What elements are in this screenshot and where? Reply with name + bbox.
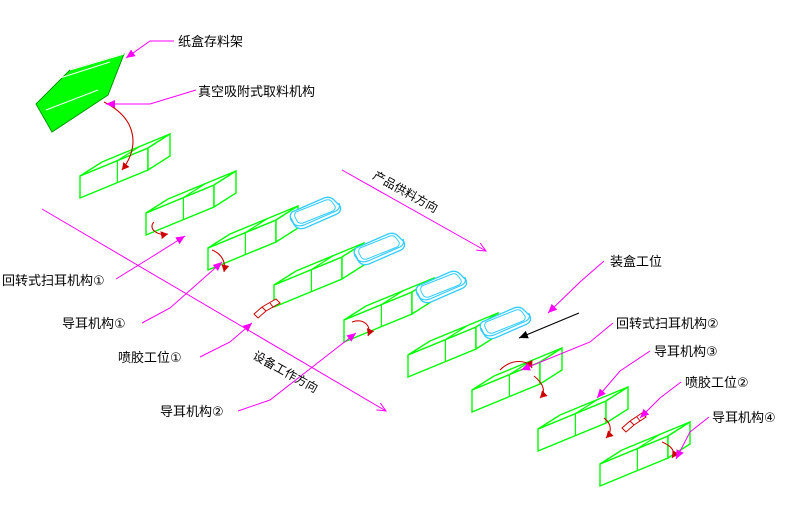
label-guide-ear-2: 导耳机构② (160, 405, 224, 420)
product-blocks (289, 196, 532, 340)
boxing-feed-arrow (518, 312, 580, 339)
carton-box-7 (471, 346, 563, 414)
product-4 (479, 306, 532, 340)
carton-box-9 (599, 420, 691, 488)
label-boxing-station: 装盒工位 (610, 254, 662, 270)
rotation-arrow-guide-4 (661, 441, 680, 459)
label-vacuum-pickup: 真空吸附式取料机构 (198, 85, 315, 100)
product-feed-arrow (341, 169, 486, 251)
rotation-arrow-guide-1 (211, 249, 230, 273)
leader-lines (106, 40, 710, 460)
rotation-arrow-rotary-2b (533, 375, 548, 399)
carton-boxes (79, 132, 691, 488)
glue-nozzle-1 (253, 298, 281, 319)
label-guide-ear-1: 导耳机构① (62, 317, 126, 332)
carton-rack-shape (35, 53, 125, 133)
product-3 (415, 270, 468, 304)
carton-box-4 (273, 241, 365, 309)
rotation-arrow-guide-3 (603, 417, 614, 439)
carton-box-2 (145, 169, 237, 237)
product-2 (353, 232, 406, 266)
product-1 (289, 196, 342, 230)
label-glue-station-1: 喷胶工位① (118, 350, 182, 366)
rotation-arrow-guide-2 (351, 320, 375, 337)
label-glue-station-2: 喷胶工位② (685, 375, 749, 391)
label-guide-ear-4: 导耳机构④ (712, 411, 776, 426)
label-guide-ear-3: 导耳机构③ (654, 345, 718, 360)
label-carton-rack: 纸盒存料架 (178, 34, 243, 50)
rotation-arrow-rotary-1 (151, 221, 169, 240)
carton-box-8 (537, 385, 629, 453)
label-rotary-ear-2: 回转式扫耳机构② (616, 317, 719, 332)
label-rotary-ear-1: 回转式扫耳机构① (2, 274, 105, 289)
carton-box-3 (207, 204, 299, 272)
equipment-work-arrow (41, 208, 386, 411)
carton-box-1 (79, 132, 171, 200)
rotation-arrows (103, 101, 680, 459)
